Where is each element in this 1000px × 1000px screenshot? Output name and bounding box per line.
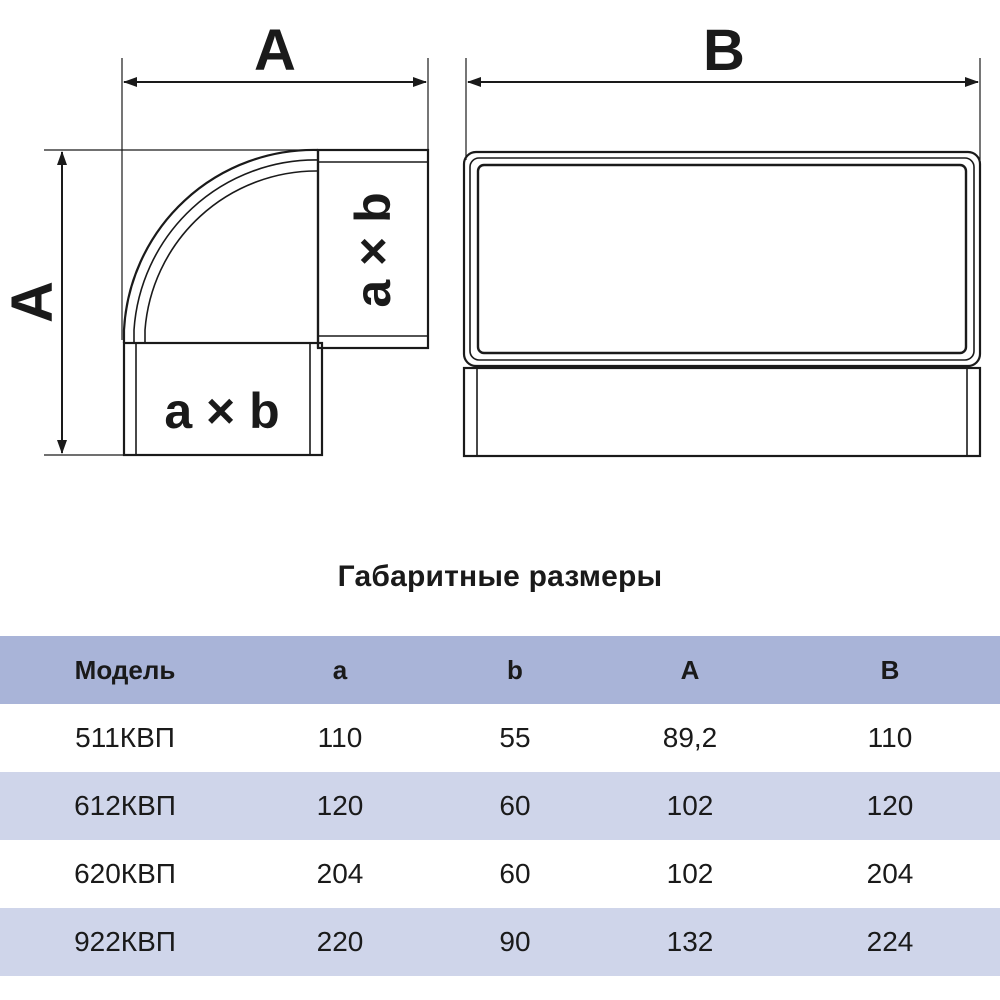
header-B: B bbox=[780, 636, 1000, 704]
cell-b: 60 bbox=[430, 772, 600, 840]
cell-B: 204 bbox=[780, 840, 1000, 908]
cell-B: 110 bbox=[780, 704, 1000, 772]
table-row: 612КВП 120 60 102 120 bbox=[0, 772, 1000, 840]
straight-coupling-view bbox=[462, 58, 982, 458]
cell-model: 922КВП bbox=[0, 908, 250, 976]
cell-A: 102 bbox=[600, 840, 780, 908]
elbow-inlet-size-label: a × b bbox=[164, 383, 279, 439]
cell-B: 120 bbox=[780, 772, 1000, 840]
elbow-view bbox=[44, 58, 430, 457]
cell-B: 224 bbox=[780, 908, 1000, 976]
table-row: 511КВП 110 55 89,2 110 bbox=[0, 704, 1000, 772]
straight-front-opening bbox=[462, 150, 982, 368]
cell-model: 612КВП bbox=[0, 772, 250, 840]
header-A: A bbox=[600, 636, 780, 704]
straight-length-label: B bbox=[703, 18, 745, 83]
elbow-height-label: A bbox=[0, 281, 65, 323]
table-title: Габаритные размеры bbox=[337, 560, 663, 593]
cell-model: 511КВП bbox=[0, 704, 250, 772]
elbow-inlet-collar bbox=[122, 341, 324, 457]
cell-a: 110 bbox=[250, 704, 430, 772]
cell-model: 620КВП bbox=[0, 840, 250, 908]
cell-a: 120 bbox=[250, 772, 430, 840]
table-row: 620КВП 204 60 102 204 bbox=[0, 840, 1000, 908]
straight-collar bbox=[462, 366, 982, 458]
elbow-outlet-size-label: a × b bbox=[345, 192, 401, 307]
cell-A: 89,2 bbox=[600, 704, 780, 772]
table-row: 922КВП 220 90 132 224 bbox=[0, 908, 1000, 976]
cell-b: 60 bbox=[430, 840, 600, 908]
cell-b: 90 bbox=[430, 908, 600, 976]
cell-b: 55 bbox=[430, 704, 600, 772]
cell-A: 102 bbox=[600, 772, 780, 840]
header-a: a bbox=[250, 636, 430, 704]
elbow-width-label: A bbox=[254, 18, 296, 83]
cell-a: 204 bbox=[250, 840, 430, 908]
dimensions-table: Модель a b A B 511КВП 110 55 89,2 110 61… bbox=[0, 636, 1000, 976]
header-model: Модель bbox=[0, 636, 250, 704]
table-header-row: Модель a b A B bbox=[0, 636, 1000, 704]
cell-A: 132 bbox=[600, 908, 780, 976]
cell-a: 220 bbox=[250, 908, 430, 976]
technical-drawing: A A a × b a × b B bbox=[0, 18, 982, 458]
header-b: b bbox=[430, 636, 600, 704]
